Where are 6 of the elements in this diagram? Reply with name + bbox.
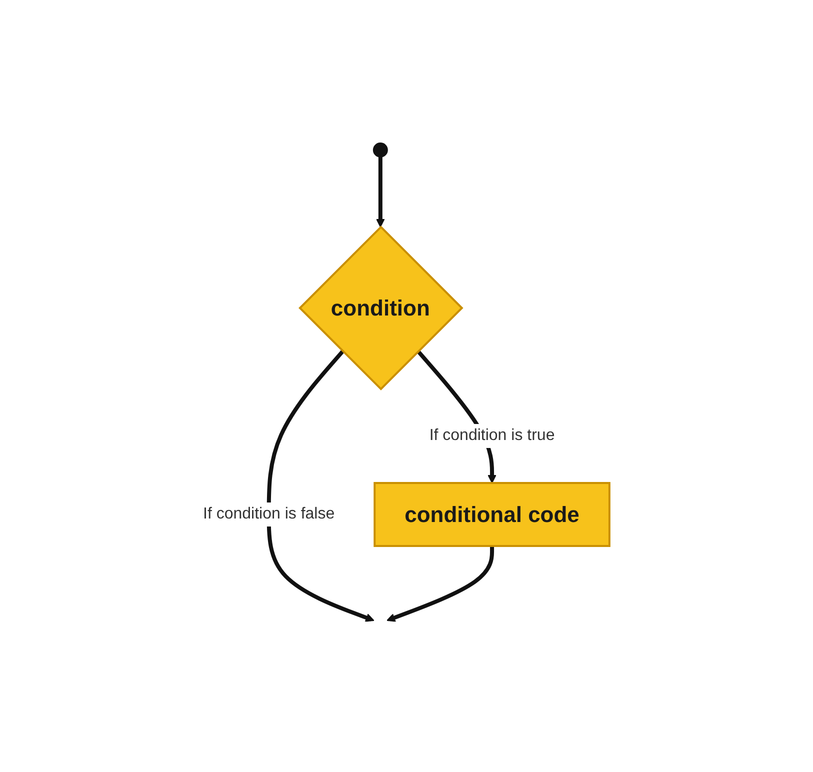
decision-diamond: condition [298,225,464,390]
arrow [386,545,494,622]
start-dot [373,142,388,157]
process-box: conditional code [374,481,611,546]
arrow [376,156,386,227]
arrow [267,349,375,622]
